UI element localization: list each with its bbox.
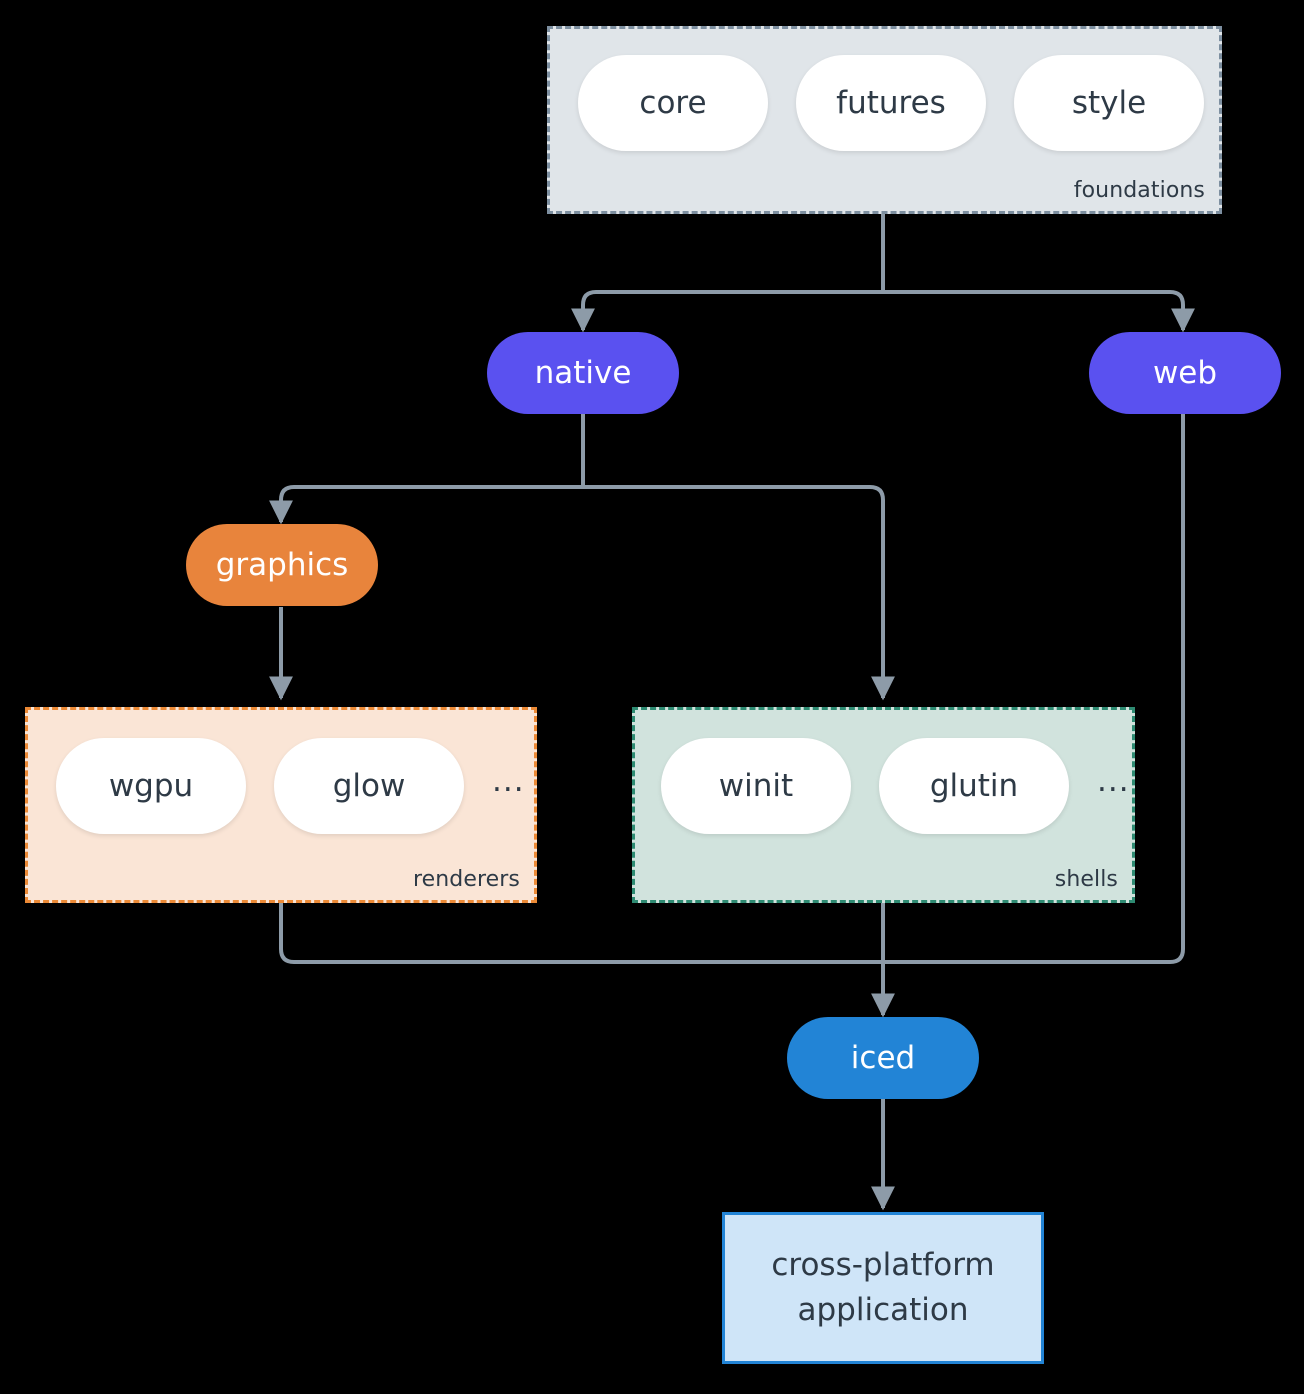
group-foundations[interactable]: core futures style foundations <box>547 26 1222 214</box>
node-label: graphics <box>215 547 349 583</box>
shells-ellipsis: ... <box>1097 763 1130 799</box>
leaf-glow[interactable]: glow <box>274 738 464 834</box>
leaf-label: winit <box>718 768 794 804</box>
leaf-winit[interactable]: winit <box>661 738 851 834</box>
leaf-style[interactable]: style <box>1014 55 1204 151</box>
leaf-wgpu[interactable]: wgpu <box>56 738 246 834</box>
leaf-label: glutin <box>929 768 1019 804</box>
shells-members: winit glutin ... <box>661 738 1130 834</box>
application-label-line1: cross-platform <box>771 1247 995 1284</box>
edge-native-to-shells <box>583 485 895 701</box>
leaf-label: futures <box>836 85 946 121</box>
edge-foundations-to-web <box>883 290 1195 333</box>
node-label: native <box>534 355 632 391</box>
group-shells[interactable]: winit glutin ... shells <box>632 707 1135 903</box>
node-graphics[interactable]: graphics <box>186 524 378 606</box>
renderers-ellipsis: ... <box>492 763 525 799</box>
edge-renderers-to-iced <box>279 903 883 964</box>
node-iced[interactable]: iced <box>787 1017 979 1099</box>
renderers-members: wgpu glow ... <box>56 738 525 834</box>
group-label-renderers: renderers <box>412 867 520 892</box>
node-application[interactable]: cross-platform application <box>722 1212 1044 1364</box>
leaf-glutin[interactable]: glutin <box>879 738 1069 834</box>
leaf-label: glow <box>332 768 406 804</box>
group-renderers[interactable]: wgpu glow ... renderers <box>25 707 537 903</box>
foundations-members: core futures style <box>578 55 1204 151</box>
leaf-futures[interactable]: futures <box>796 55 986 151</box>
node-web[interactable]: web <box>1089 332 1281 414</box>
group-label-shells: shells <box>1054 867 1118 892</box>
leaf-core[interactable]: core <box>578 55 768 151</box>
node-native[interactable]: native <box>487 332 679 414</box>
node-label: web <box>1152 355 1218 391</box>
node-label: iced <box>850 1040 916 1076</box>
group-label-foundations: foundations <box>1073 178 1205 203</box>
application-label-line2: application <box>797 1292 969 1328</box>
edge-foundations-to-native <box>571 290 883 333</box>
leaf-label: core <box>639 85 707 121</box>
leaf-label: style <box>1071 85 1147 121</box>
edge-native-to-graphics <box>269 485 583 525</box>
leaf-label: wgpu <box>108 768 194 804</box>
